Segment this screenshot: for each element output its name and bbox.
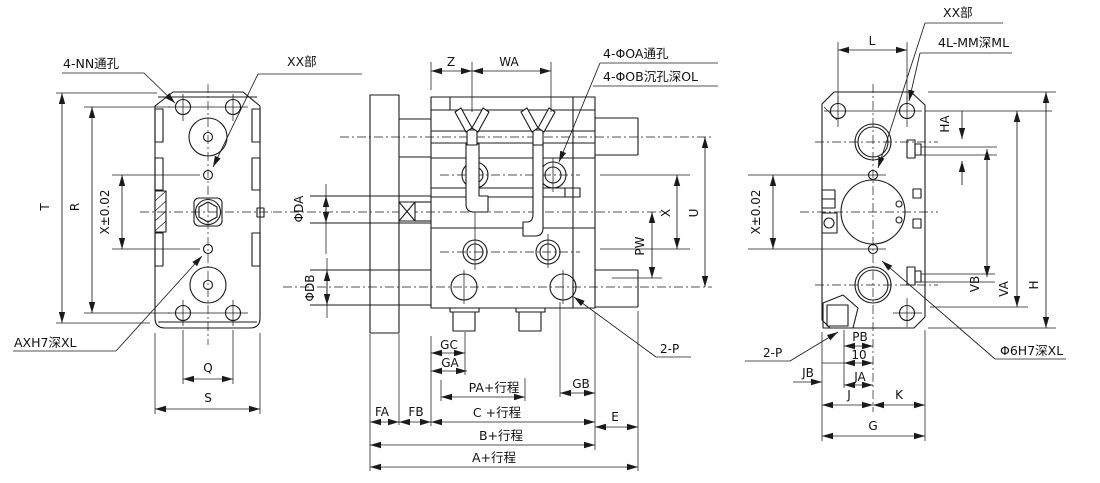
dim-label-q: Q: [203, 361, 212, 375]
cylinder-body: [430, 96, 596, 309]
right-body-outline: [821, 91, 926, 329]
leader-label-2p-front: 2-P: [660, 342, 679, 356]
dim-label-ga: GA: [441, 356, 459, 370]
dim-label-b: B+行程: [479, 428, 524, 443]
flange-plate: [369, 94, 400, 334]
dim-label-fb: FB: [408, 405, 423, 419]
dim-label-u: U: [687, 209, 701, 218]
lmm-hole: [898, 102, 916, 120]
dim-label-da: ΦDA: [292, 195, 306, 222]
dim-label-va: VA: [997, 280, 1011, 296]
dim-label-z: Z: [447, 55, 455, 69]
leader-label-6h7: Φ6H7深XL: [1000, 343, 1063, 358]
dim-label-r: R: [68, 203, 82, 211]
nn-hole: [174, 98, 192, 116]
leader-label-2p-right: 2-P: [763, 346, 782, 360]
lmm-hole: [829, 102, 847, 120]
view-right-face: L XX部 4L-MM深ML HA X±0.02 VB VA H PB 10 J…: [745, 5, 1066, 441]
dim-label-g: G: [868, 419, 877, 433]
xx-pin-hole: [202, 169, 214, 181]
dim-label-ja: JA: [853, 370, 866, 384]
dim-label-h: H: [1027, 280, 1041, 289]
dim-label-a: A+行程: [472, 450, 517, 465]
dim-label-db: ΦDB: [303, 275, 317, 302]
axh7-hole: [202, 243, 214, 255]
dim-label-ha: HA: [938, 115, 952, 133]
leader-label-xx-right: XX部: [943, 5, 973, 20]
dim-label-pw: PW: [633, 236, 647, 255]
dim-label-k: K: [895, 388, 904, 402]
dim-label-s: S: [204, 391, 212, 405]
dim-label-fa: FA: [375, 405, 390, 419]
dim-label-gb: GB: [572, 377, 590, 391]
leader-label-oa: 4-ΦOA通孔: [603, 46, 669, 61]
leader-label-lmm: 4L-MM深ML: [938, 35, 1009, 50]
dim-label-jb: JB: [801, 366, 814, 380]
dim-label-c: C +行程: [473, 405, 522, 420]
port-hole: [549, 273, 577, 301]
dim-label-x-left: X±0.02: [98, 190, 112, 235]
view-left-face: T R X±0.02 Q S 4-NN通孔 XX部 AXH7深XL: [13, 54, 362, 414]
dim-label-wa: WA: [499, 55, 519, 69]
leader-label-axh7: AXH7深XL: [14, 335, 77, 350]
dim-label-vb: VB: [968, 276, 982, 292]
leader-label-xx-left: XX部: [287, 54, 317, 69]
port-hole: [450, 273, 478, 301]
dim-label-j: J: [846, 388, 851, 402]
dim-label-e: E: [611, 410, 619, 424]
left-body-outline: [154, 91, 261, 329]
leader-label-nn-holes: 4-NN通孔: [63, 56, 120, 71]
dim-label-gc: GC: [440, 338, 458, 352]
dim-label-pa: PA+行程: [469, 380, 520, 395]
port-plug: [822, 294, 859, 329]
dim-label-x-right: X±0.02: [749, 190, 763, 235]
dim-label-10: 10: [851, 348, 866, 362]
view-front: Z WA 4-ΦOA通孔 4-ΦOB沉孔深OL ΦDA ΦDB PW X U G…: [273, 46, 718, 471]
dim-label-t: T: [38, 203, 52, 212]
dim-label-pb: PB: [852, 330, 867, 344]
leader-label-ob: 4-ΦOB沉孔深OL: [603, 69, 698, 84]
dim-label-x-front: X: [659, 209, 673, 217]
hex-socket: [198, 201, 218, 223]
nn-hole: [224, 98, 242, 116]
dim-label-l: L: [869, 34, 876, 48]
